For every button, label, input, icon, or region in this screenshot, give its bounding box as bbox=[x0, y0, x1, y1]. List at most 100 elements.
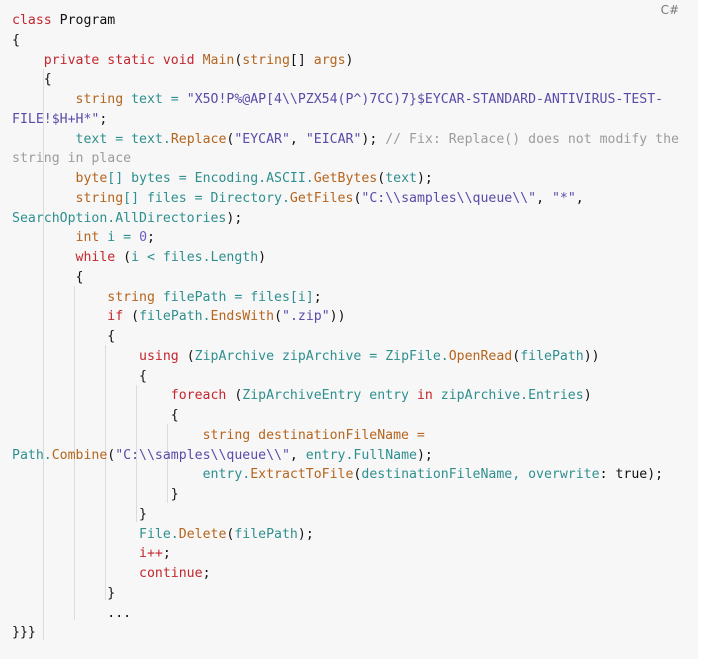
code-token: GetBytes bbox=[313, 171, 378, 186]
code-token: ); bbox=[226, 210, 243, 226]
code-line: class Program bbox=[12, 13, 115, 28]
code-token: "EYCAR" bbox=[234, 131, 290, 147]
code-line: { bbox=[12, 269, 84, 285]
code-token: ( bbox=[353, 190, 362, 206]
code-line: FILE!$H+H*"; bbox=[12, 112, 107, 127]
code-token: { bbox=[12, 329, 116, 344]
code-token: ( bbox=[274, 309, 283, 325]
code-token: args bbox=[313, 52, 346, 68]
code-token: Replace bbox=[170, 131, 227, 147]
code-token: ExtractToFile bbox=[250, 467, 354, 483]
code-token: { bbox=[12, 32, 20, 48]
code-token: ( bbox=[512, 348, 521, 364]
code-line: { bbox=[12, 329, 115, 344]
code-token: Main bbox=[202, 52, 235, 68]
code-line: using ( ZipArchive zipArchive = ZipFile.O… bbox=[12, 349, 600, 364]
code-token bbox=[12, 566, 139, 581]
code-token: "C:\\samples\\queue\\" bbox=[361, 190, 537, 206]
code-token: i < files.Length bbox=[131, 250, 259, 265]
code-token: } bbox=[12, 487, 179, 502]
code-token: string in place bbox=[12, 151, 132, 167]
code-line: { bbox=[12, 408, 179, 423]
code-token: entry.FullName bbox=[305, 447, 417, 463]
code-token bbox=[12, 250, 76, 265]
code-token: ) bbox=[583, 388, 592, 404]
code-token bbox=[12, 171, 76, 186]
code-token: zipArchive.Entries bbox=[432, 388, 584, 404]
code-token: { bbox=[12, 269, 84, 285]
code-token: destinationFileName, overwrite bbox=[361, 467, 600, 483]
code-token bbox=[12, 290, 107, 305]
code-token: ; bbox=[147, 230, 155, 246]
code-line: { bbox=[12, 33, 20, 48]
code-token: ; bbox=[313, 289, 322, 305]
indent-guide bbox=[167, 424, 168, 503]
code-token: : true); bbox=[599, 467, 664, 483]
code-line: }}} bbox=[12, 625, 36, 640]
code-token: i = bbox=[99, 230, 140, 246]
code-token: ); bbox=[416, 171, 433, 186]
code-token bbox=[12, 132, 76, 147]
code-token: )) bbox=[583, 348, 600, 364]
code-token: Path. bbox=[12, 447, 52, 463]
code-token: continue bbox=[139, 566, 203, 581]
code-line: continue; bbox=[12, 566, 211, 581]
code-token bbox=[12, 92, 76, 107]
code-token: ( bbox=[107, 447, 116, 463]
language-label: C# bbox=[660, 3, 679, 17]
code-line: if (filePath.EndsWith(".zip")) bbox=[12, 309, 345, 325]
code-token: , bbox=[575, 190, 584, 206]
code-token: destinationFileName = bbox=[250, 427, 425, 443]
code-token: { bbox=[12, 368, 147, 384]
code-token: ( bbox=[377, 171, 386, 186]
code-token: foreach bbox=[170, 388, 227, 404]
code-line: i++; bbox=[12, 546, 171, 561]
code-line: ... bbox=[12, 606, 131, 621]
code-token bbox=[12, 53, 44, 68]
code-line: while (i < files.Length) bbox=[12, 250, 267, 265]
code-token: }}} bbox=[12, 625, 36, 641]
code-token: string bbox=[202, 427, 251, 443]
code-token: i++ bbox=[139, 546, 163, 562]
code-line: File.Delete(filePath); bbox=[12, 527, 314, 542]
code-token bbox=[12, 309, 107, 324]
code-token: Delete bbox=[178, 526, 227, 542]
code-token: ; bbox=[202, 566, 211, 581]
code-token: using bbox=[139, 348, 179, 364]
code-token bbox=[12, 527, 139, 542]
code-token: ( bbox=[123, 309, 140, 325]
code-token: OpenRead bbox=[448, 348, 513, 364]
code-line: string[] files = Directory.GetFiles("C:\… bbox=[12, 191, 584, 206]
code-token bbox=[12, 428, 203, 443]
code-token: entry. bbox=[202, 467, 251, 483]
code-token: [] files = Directory. bbox=[123, 190, 290, 206]
code-token: ... bbox=[12, 605, 132, 621]
code-token: { bbox=[12, 72, 52, 88]
code-token: ( bbox=[226, 131, 235, 147]
code-token: ; bbox=[99, 111, 108, 127]
code-token: "*" bbox=[551, 190, 576, 206]
code-token: // Fix: Replace() does not modify the bbox=[385, 131, 679, 147]
code-token: , bbox=[536, 190, 552, 206]
code-token: ZipArchive zipArchive = ZipFile. bbox=[194, 348, 449, 364]
code-token: filePath bbox=[234, 526, 298, 542]
indent-guide bbox=[74, 286, 75, 620]
indent-guide bbox=[136, 385, 137, 522]
code-token: "X5O!P%@AP[4\\PZX54(P^)7CC)7}$EYCAR-STAN… bbox=[186, 92, 664, 107]
code-token: ); bbox=[416, 447, 433, 463]
code-line: { bbox=[12, 369, 147, 384]
code-token bbox=[12, 230, 76, 245]
code-token: if bbox=[107, 309, 124, 325]
code-token: ( bbox=[226, 388, 243, 404]
code-line: string destinationFileName = bbox=[12, 428, 425, 443]
code-token: ( bbox=[226, 526, 235, 542]
code-token: while bbox=[75, 250, 116, 265]
code-token: ( bbox=[115, 250, 132, 265]
code-line: } bbox=[12, 507, 147, 522]
code-token: Combine bbox=[51, 447, 108, 463]
code-line: string filePath = files[i]; bbox=[12, 289, 322, 305]
code-line: string in place bbox=[12, 151, 131, 166]
code-text: class Program { private static void Main… bbox=[12, 11, 679, 643]
code-token: File. bbox=[139, 526, 179, 542]
code-token: class bbox=[12, 13, 60, 28]
